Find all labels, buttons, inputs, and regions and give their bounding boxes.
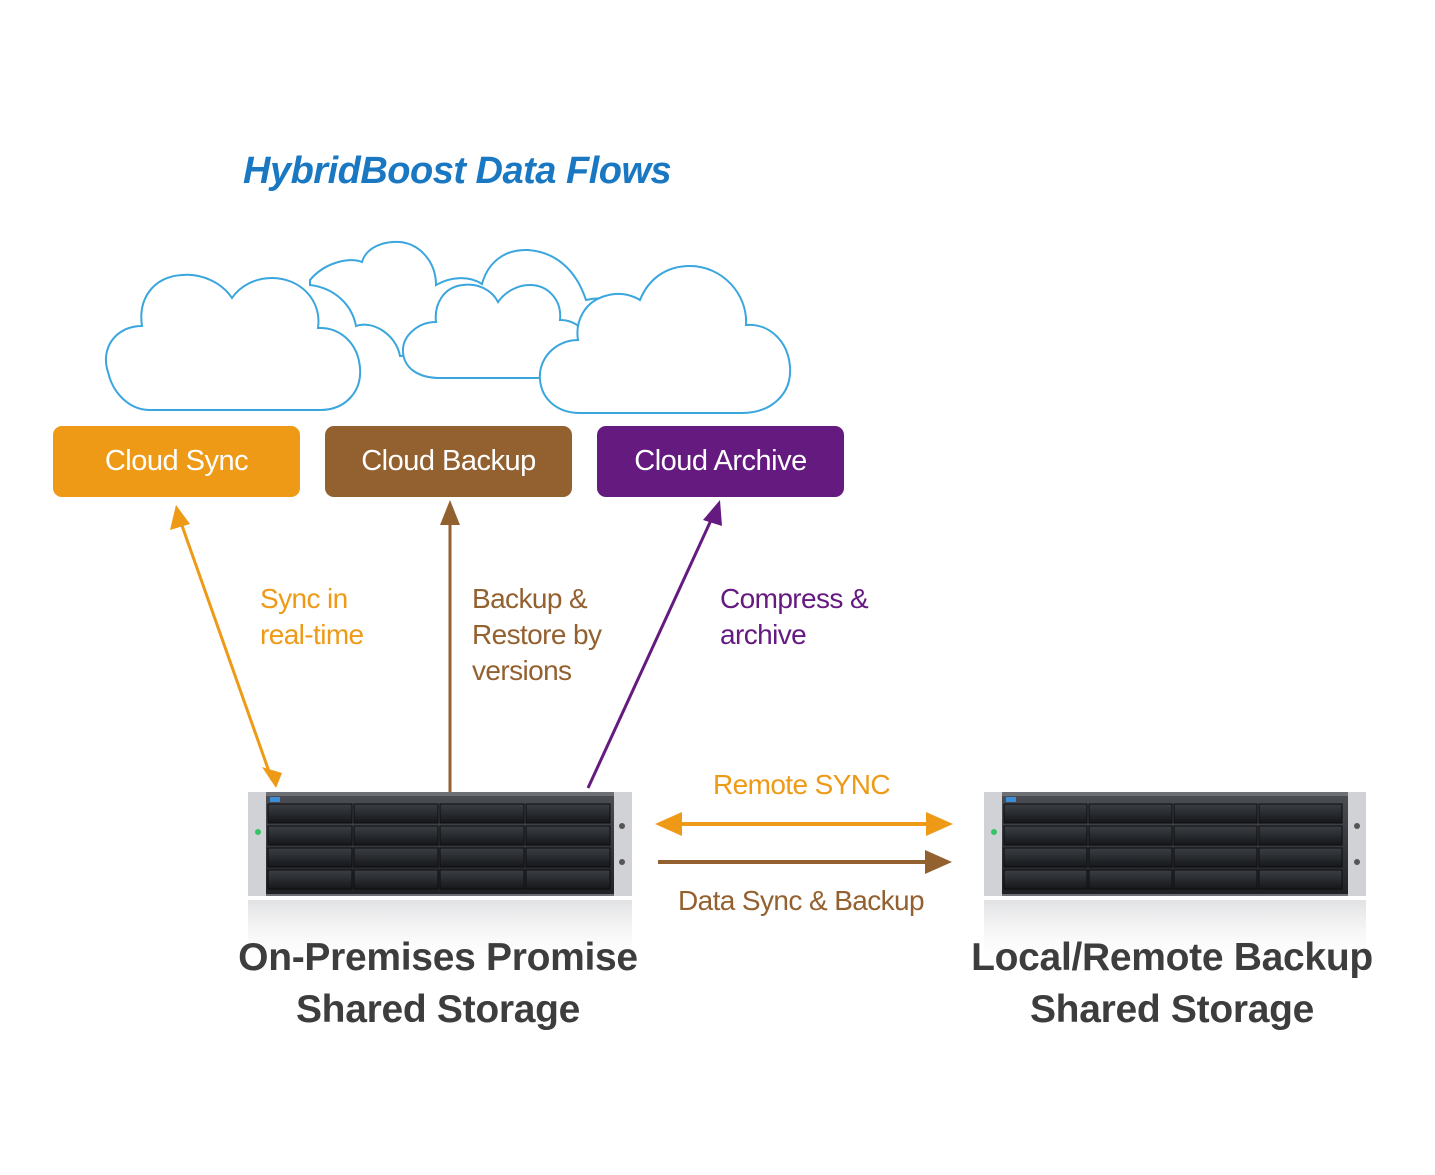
- data-sync-backup-arrow: [658, 850, 952, 874]
- primary-storage-label: On-Premises Promise Shared Storage: [218, 932, 658, 1036]
- remote-sync-arrow: [655, 812, 953, 836]
- cloud-backup-box: Cloud Backup: [325, 426, 572, 497]
- backup-storage-line-1: Local/Remote Backup: [971, 936, 1373, 979]
- archive-flow-line-1: Compress &: [720, 583, 869, 614]
- primary-storage-line-1: On-Premises Promise: [238, 936, 638, 979]
- diagram-title: HybridBoost Data Flows: [243, 150, 672, 192]
- archive-flow-arrow: [586, 500, 722, 789]
- archive-flow-label: Compress & archive: [720, 581, 869, 653]
- remote-sync-label: Remote SYNC: [713, 769, 891, 800]
- data-sync-backup-label: Data Sync & Backup: [678, 885, 925, 916]
- sync-flow-line-2: real-time: [260, 619, 364, 650]
- cloud-archive-box: Cloud Archive: [597, 426, 844, 497]
- backup-storage-label: Local/Remote Backup Shared Storage: [952, 932, 1392, 1036]
- backup-flow-label: Backup & Restore by versions: [472, 581, 602, 689]
- storage-server-icon: [248, 792, 632, 970]
- backup-flow-line-1: Backup &: [472, 583, 588, 614]
- sync-flow-arrow: [170, 505, 282, 788]
- cloud-sync-box: Cloud Sync: [53, 426, 300, 497]
- cloud-icon: [105, 240, 792, 414]
- backup-flow-line-2: Restore by: [472, 619, 602, 650]
- sync-flow-label: Sync in real-time: [260, 581, 364, 653]
- primary-storage-line-2: Shared Storage: [295, 988, 581, 1031]
- backup-storage-line-2: Shared Storage: [1029, 988, 1315, 1031]
- backup-flow-line-3: versions: [472, 655, 572, 686]
- archive-flow-line-2: archive: [720, 619, 807, 650]
- storage-server-icon: [984, 792, 1366, 970]
- sync-flow-line-1: Sync in: [260, 583, 348, 614]
- backup-flow-arrow: [440, 500, 460, 792]
